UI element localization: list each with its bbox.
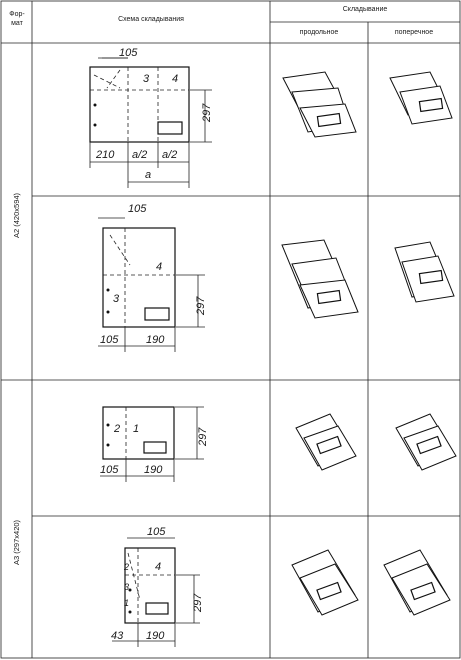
scheme-diagram-2: 105 4 3 297 105 190 — [98, 203, 207, 352]
dim-top-105: 105 — [119, 47, 138, 59]
panel-3: 3 — [113, 293, 120, 305]
header-format: Фор- мат — [9, 11, 25, 27]
dim-bottom-105: 105 — [100, 334, 119, 346]
dim-bottom-190: 190 — [146, 334, 165, 346]
folded-transverse-3 — [395, 413, 457, 471]
header-longitudinal: продольное — [299, 29, 339, 36]
header-transverse: поперечное — [394, 29, 434, 36]
dim-side-297: 297 — [197, 427, 209, 447]
panel-2: 2 — [123, 562, 129, 572]
header-folding: Складывание — [342, 6, 388, 13]
panel-3: 3 — [143, 73, 150, 85]
scheme-diagram-3: 2 1 297 105 190 — [100, 406, 209, 482]
folded-transverse-1 — [389, 71, 453, 125]
folded-longitudinal-3 — [295, 413, 357, 471]
panel-1: 1 — [133, 423, 139, 435]
folded-transverse-2 — [394, 241, 455, 303]
scheme-diagram-1: 105 3 4 297 210 a/2 a/2 a — [89, 47, 213, 188]
dim-bottom-a2-left: a/2 — [132, 149, 147, 161]
dim-bottom-a2-right: a/2 — [162, 149, 177, 161]
panel-4: 4 — [155, 561, 161, 573]
dim-side-297: 297 — [192, 593, 204, 613]
panel-3: 3 — [124, 582, 129, 592]
panel-4: 4 — [172, 73, 178, 85]
folded-transverse-4 — [383, 549, 451, 616]
header-scheme: Схема складывания — [118, 16, 184, 23]
dim-bottom-43: 43 — [111, 630, 124, 642]
folded-longitudinal-1 — [282, 71, 357, 138]
panel-1: 1 — [124, 598, 129, 608]
dim-bottom-210: 210 — [95, 149, 115, 161]
panel-4: 4 — [156, 261, 162, 273]
dim-side-297: 297 — [195, 296, 207, 316]
panel-2: 2 — [113, 423, 120, 435]
dim-bottom-190: 190 — [144, 464, 163, 476]
dim-bottom-105: 105 — [100, 464, 119, 476]
dim-top-105: 105 — [128, 203, 147, 215]
dim-top-105: 105 — [147, 526, 166, 538]
dim-bottom-190: 190 — [146, 630, 165, 642]
folded-longitudinal-4 — [291, 549, 359, 616]
scheme-diagram-4: 105 4 2 3 1 297 43 190 — [111, 526, 204, 647]
folded-longitudinal-2 — [281, 239, 359, 319]
dim-side-297: 297 — [201, 103, 213, 123]
dim-total-a: a — [145, 169, 151, 181]
